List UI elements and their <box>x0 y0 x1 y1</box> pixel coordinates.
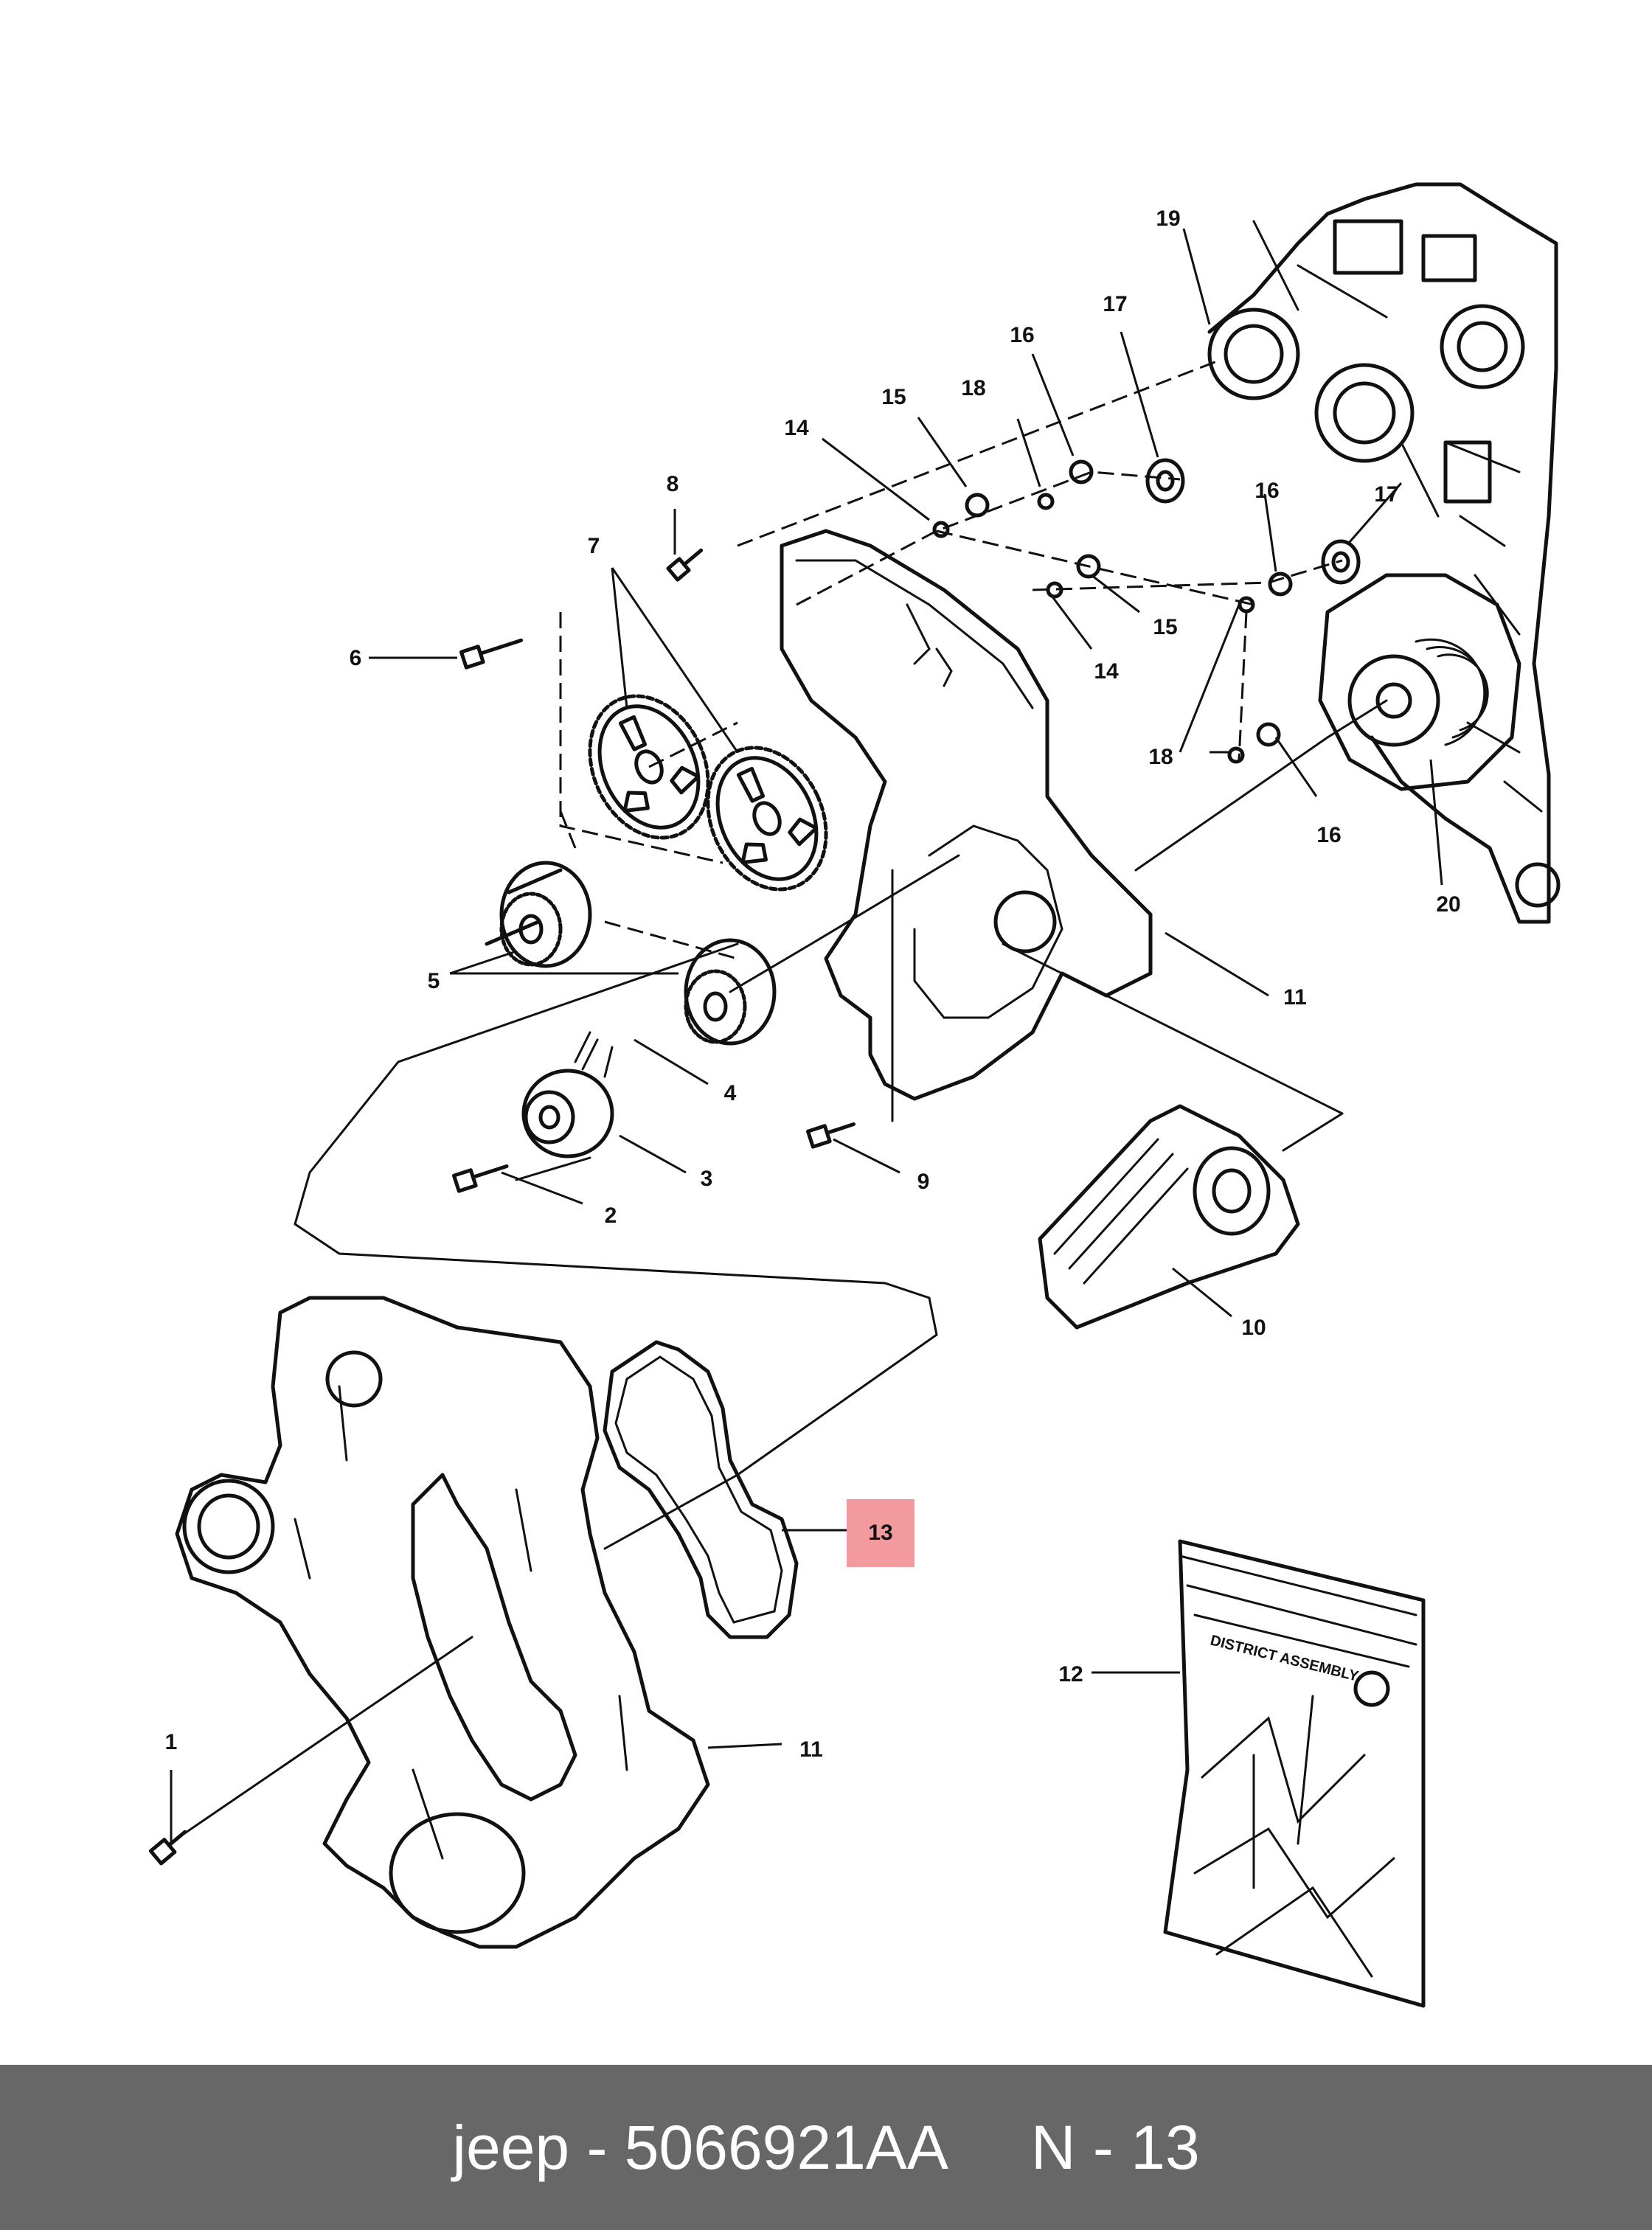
exploded-parts-diagram: DISTRICT ASSEMBLY <box>148 182 1561 2008</box>
idler-pulleys <box>485 861 777 1046</box>
camshaft-sprockets <box>588 694 828 892</box>
callout-6[interactable]: 6 <box>350 646 362 670</box>
assembly-centerlines <box>168 360 1388 1845</box>
callout-17-upper[interactable]: 17 <box>1103 292 1127 316</box>
engine-block <box>1207 182 1561 924</box>
callout-12[interactable]: 12 <box>1058 1662 1083 1687</box>
callout-2[interactable]: 2 <box>605 1203 617 1228</box>
bolts <box>148 548 856 1866</box>
callout-19[interactable]: 19 <box>1156 206 1180 231</box>
callout-15-upper[interactable]: 15 <box>881 385 906 409</box>
callout-17-lower[interactable]: 17 <box>1374 482 1398 507</box>
callout-14-lower[interactable]: 14 <box>1094 659 1119 684</box>
footer-bar: jeep - 5066921AA N - 13 <box>0 2065 1652 2230</box>
callout-10[interactable]: 10 <box>1241 1316 1266 1340</box>
callout-13[interactable]: 13 <box>868 1521 892 1545</box>
tensioner <box>521 1031 614 1159</box>
callout-5[interactable]: 5 <box>428 969 440 993</box>
callout-20[interactable]: 20 <box>1436 892 1460 917</box>
callout-16-mid[interactable]: 16 <box>1254 479 1279 503</box>
highlight-box-13 <box>847 1499 914 1567</box>
callout-1[interactable]: 1 <box>165 1730 178 1754</box>
callout-18-upper[interactable]: 18 <box>961 376 985 400</box>
upper-timing-cover <box>780 529 1153 1101</box>
callout-9[interactable]: 9 <box>917 1170 930 1194</box>
fasteners <box>932 458 1361 764</box>
gasket-13[interactable] <box>603 1340 799 1639</box>
callout-15-lower[interactable]: 15 <box>1153 615 1177 639</box>
callout-8[interactable]: 8 <box>667 472 679 496</box>
callout-labels: 1 2 3 4 5 6 7 8 9 10 11 11 12 13 14 14 1… <box>165 206 1461 1762</box>
callout-16-top[interactable]: 16 <box>1010 323 1034 347</box>
callout-4[interactable]: 4 <box>724 1081 737 1105</box>
callout-11-upper[interactable]: 11 <box>1283 985 1307 1010</box>
callout-11-lower[interactable]: 11 <box>799 1737 823 1762</box>
callout-7[interactable]: 7 <box>588 534 600 558</box>
part-number-caption: jeep - 5066921AA N - 13 <box>452 2112 1200 2182</box>
callout-18-lower[interactable]: 18 <box>1148 745 1173 769</box>
leader-lines <box>170 228 1443 1842</box>
parts-kit-bag: DISTRICT ASSEMBLY <box>1163 1539 1426 2008</box>
lower-timing-cover <box>175 1296 710 1949</box>
callout-14-upper[interactable]: 14 <box>784 416 809 440</box>
timing-belt <box>1038 1104 1300 1330</box>
callout-3[interactable]: 3 <box>701 1167 713 1191</box>
part-20-housing <box>1318 573 1521 791</box>
svg-text:DISTRICT ASSEMBLY: DISTRICT ASSEMBLY <box>1209 1633 1361 1685</box>
callout-16-low[interactable]: 16 <box>1316 823 1341 847</box>
